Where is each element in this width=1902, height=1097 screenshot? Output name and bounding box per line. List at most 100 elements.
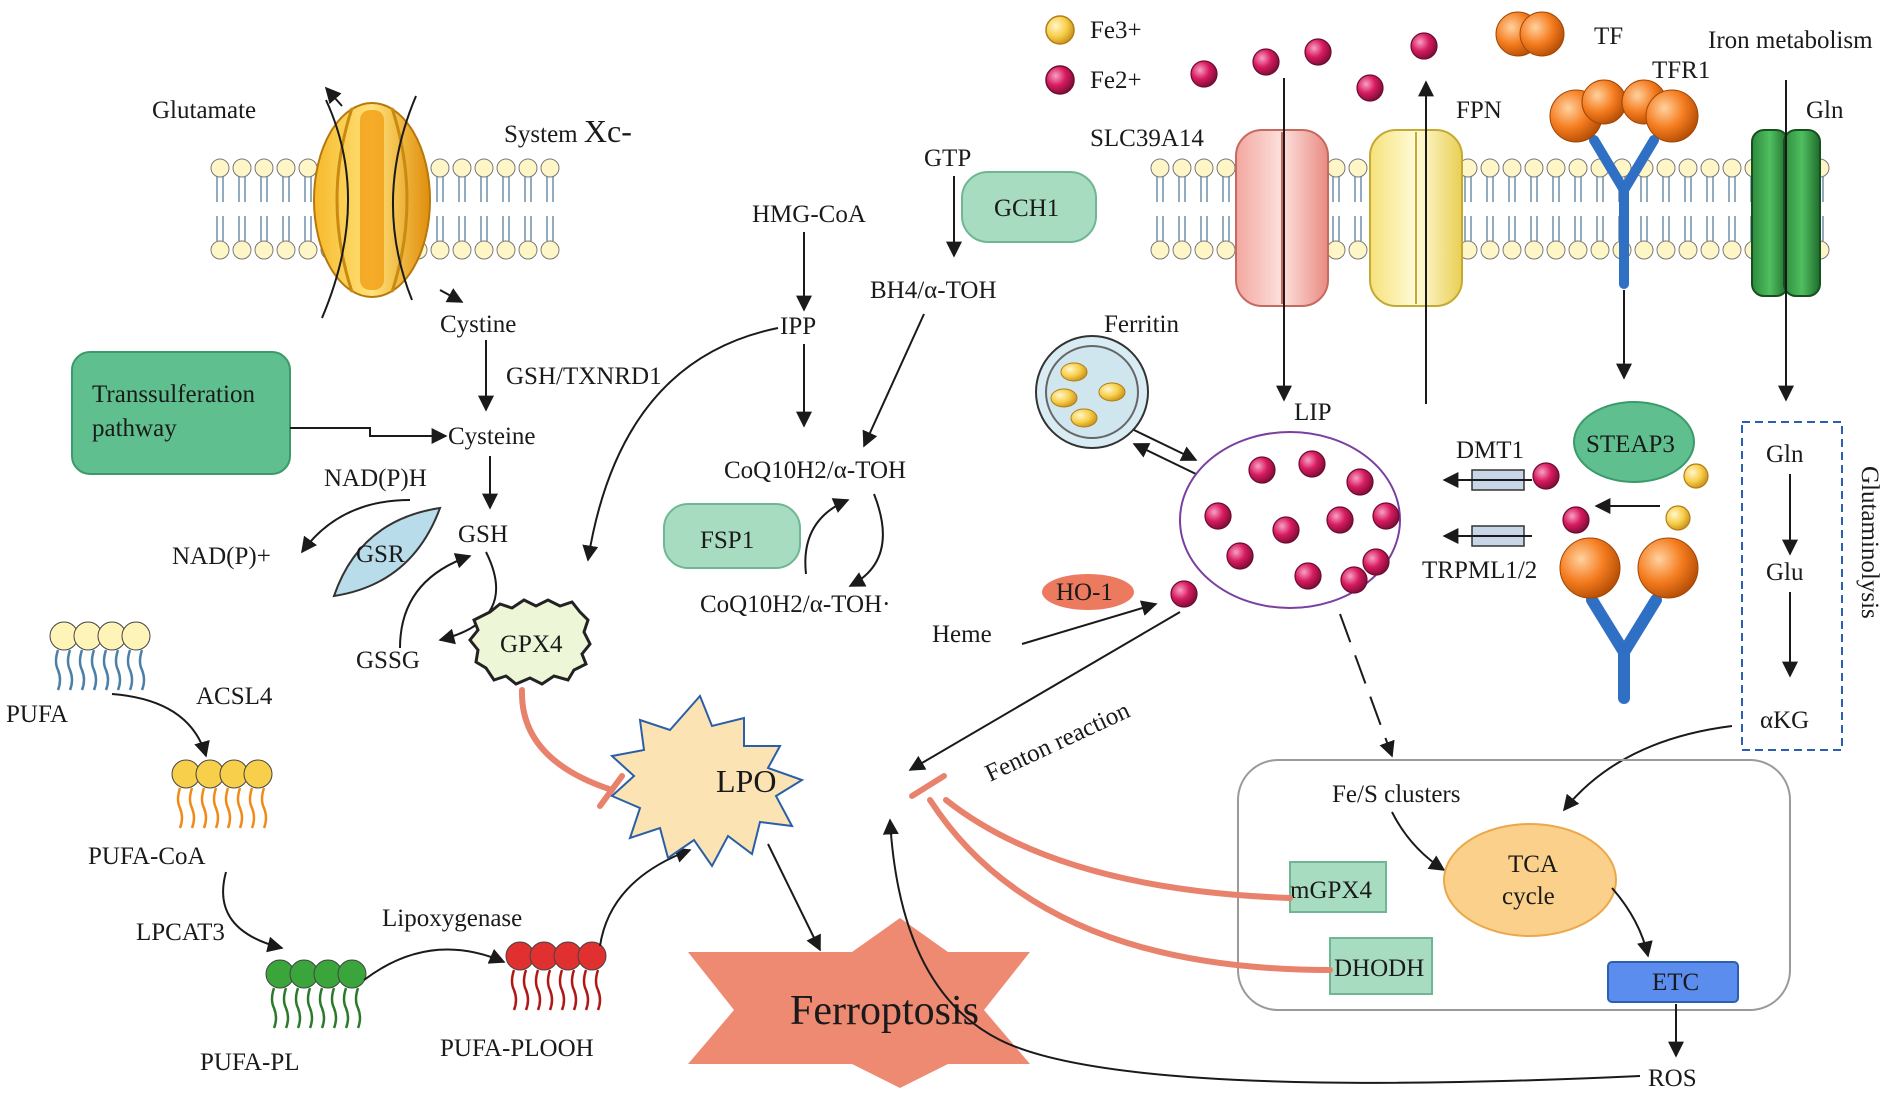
trpml-label: TRPML1/2 xyxy=(1422,557,1537,584)
lip-label: LIP xyxy=(1294,399,1332,426)
gsh-label: GSH xyxy=(458,521,508,548)
mitochondrion-outline xyxy=(1237,759,1791,1011)
fenton-label: Fenton reaction xyxy=(981,697,1134,788)
glu-label: Glu xyxy=(1766,559,1804,586)
pufa-pl-lipid-icon xyxy=(265,959,367,1029)
fe3-legend-icon xyxy=(1045,15,1075,45)
fe2-ion-icon xyxy=(1298,450,1326,478)
gpx4-enzyme-icon xyxy=(468,598,592,686)
ros-label: ROS xyxy=(1648,1065,1697,1092)
akg-to-tca-arrow xyxy=(1562,725,1733,812)
fe2-ion-icon xyxy=(1248,456,1276,484)
gsr-label: GSR xyxy=(356,541,405,568)
pufa-plooh-label: PUFA-PLOOH xyxy=(440,1035,594,1062)
gsh-txnrd1-label: GSH/TXNRD1 xyxy=(506,363,662,390)
fe2-ion-icon xyxy=(1340,566,1368,594)
bh4-to-coq-arrow xyxy=(862,313,925,448)
dhodh-inhibition-line xyxy=(927,797,1333,973)
pufa-coa-lipid-icon xyxy=(171,759,273,829)
fe2-ion-icon xyxy=(1294,562,1322,590)
fe2-ion-icon xyxy=(1346,468,1374,496)
steap3-label: STEAP3 xyxy=(1586,431,1675,458)
mgpx4-box xyxy=(1289,861,1387,913)
akg-label: αKG xyxy=(1760,707,1809,734)
gln-transporter-icon xyxy=(1751,129,1821,297)
gpx4-label: GPX4 xyxy=(500,631,563,658)
gtp-label: GTP xyxy=(924,145,971,172)
lpo-burst-icon xyxy=(609,694,805,868)
ferritin-icon xyxy=(1035,335,1149,449)
gpx4-inhibition-bar xyxy=(597,773,625,809)
ipp-label: IPP xyxy=(780,313,816,340)
fe2-legend-icon xyxy=(1045,65,1075,95)
plooh-to-lpo-arrow xyxy=(599,847,692,947)
nadph-label: NAD(P)H xyxy=(324,465,427,492)
fenton-arrow xyxy=(908,611,1181,771)
iron-metabolism-label: Iron metabolism xyxy=(1708,27,1873,54)
glutaminolysis-box xyxy=(1741,421,1843,751)
lip-to-ferritin-arrow xyxy=(1132,443,1197,475)
fpn-label: FPN xyxy=(1456,97,1502,124)
coq10h2-top-label: CoQ10H2/α-TOH xyxy=(724,457,906,484)
gpx4-inhibition-line xyxy=(518,687,615,793)
tfr1-endosome-icon xyxy=(1559,537,1699,704)
steap3-box xyxy=(1573,401,1695,483)
fe2-ion-icon xyxy=(1252,48,1280,76)
pufa-coa-label: PUFA-CoA xyxy=(88,843,206,870)
transferrin-icon xyxy=(1495,11,1565,57)
slc39a14-channel-icon xyxy=(1235,129,1329,307)
lip-iron-ions xyxy=(1204,450,1400,594)
gch1-box xyxy=(961,171,1097,243)
ferritin-label: Ferritin xyxy=(1104,311,1179,338)
fe2-ion-icon xyxy=(1410,32,1438,60)
coa-to-pl-arrow xyxy=(222,871,284,953)
etc-box xyxy=(1607,961,1739,1003)
dmt1-label: DMT1 xyxy=(1456,437,1524,464)
bh4-label: BH4/α-TOH xyxy=(870,277,997,304)
pufa-to-coa-arrow xyxy=(111,693,210,758)
fe2-ion-icon xyxy=(1356,74,1384,102)
gssg-to-gsh-arrow xyxy=(399,553,472,649)
lipoxygenase-label: Lipoxygenase xyxy=(382,905,522,932)
pufa-pl-label: PUFA-PL xyxy=(200,1049,300,1076)
coq10h2-bottom-label: CoQ10H2/α-TOH· xyxy=(700,591,890,618)
glutaminolysis-label: Glutaminolysis xyxy=(1856,466,1883,619)
fe2-ion-icon xyxy=(1562,506,1590,534)
slc39a14-label: SLC39A14 xyxy=(1090,125,1204,152)
gln-label: Gln xyxy=(1766,441,1804,468)
mgpx4-inhibition-line xyxy=(943,797,1293,901)
lpo-inhibition-bar xyxy=(909,773,947,799)
lpo-label: LPO xyxy=(716,763,776,799)
ferroptosis-shape xyxy=(688,918,1030,1088)
transsulfuration-box xyxy=(71,351,291,475)
fe3-label: Fe3+ xyxy=(1090,17,1142,44)
fe2-label: Fe2+ xyxy=(1090,67,1142,94)
lip-to-fes-arrow xyxy=(1339,613,1395,758)
heme-to-fe-arrow xyxy=(1021,600,1158,645)
ho1-label: HO-1 xyxy=(1056,579,1113,606)
fe2-ion-icon xyxy=(1170,580,1198,608)
mgpx4-label: mGPX4 xyxy=(1290,877,1372,904)
gsh-to-gssg-arrow xyxy=(438,551,497,645)
fe3-ion-icon xyxy=(1683,463,1709,489)
system-xc-label: System Xc- xyxy=(504,113,632,149)
acsl4-label: ACSL4 xyxy=(196,683,273,710)
dhodh-label: DHODH xyxy=(1334,955,1424,982)
etc-label: ETC xyxy=(1652,969,1699,996)
ipp-to-gpx4-arrow xyxy=(582,327,779,562)
pufa-lipid-icon xyxy=(49,621,151,691)
fsp1-box xyxy=(663,503,801,569)
tca-label-1: TCA xyxy=(1508,851,1558,878)
pufa-label: PUFA xyxy=(6,701,68,728)
ferroptosis-label: Ferroptosis xyxy=(790,988,979,1034)
system-xc-transporter-icon xyxy=(313,86,464,319)
lpcat3-label: LPCAT3 xyxy=(136,919,225,946)
fe2-ion-icon xyxy=(1362,548,1390,576)
fes-to-tca-arrow xyxy=(1391,811,1446,871)
fe2-ion-icon xyxy=(1326,506,1354,534)
tfr1-receptor-icon xyxy=(1549,79,1699,289)
pufa-plooh-lipid-icon xyxy=(505,941,607,1011)
transsulfuration-label-2: pathway xyxy=(92,415,177,442)
fe2-ion-icon xyxy=(1204,502,1232,530)
